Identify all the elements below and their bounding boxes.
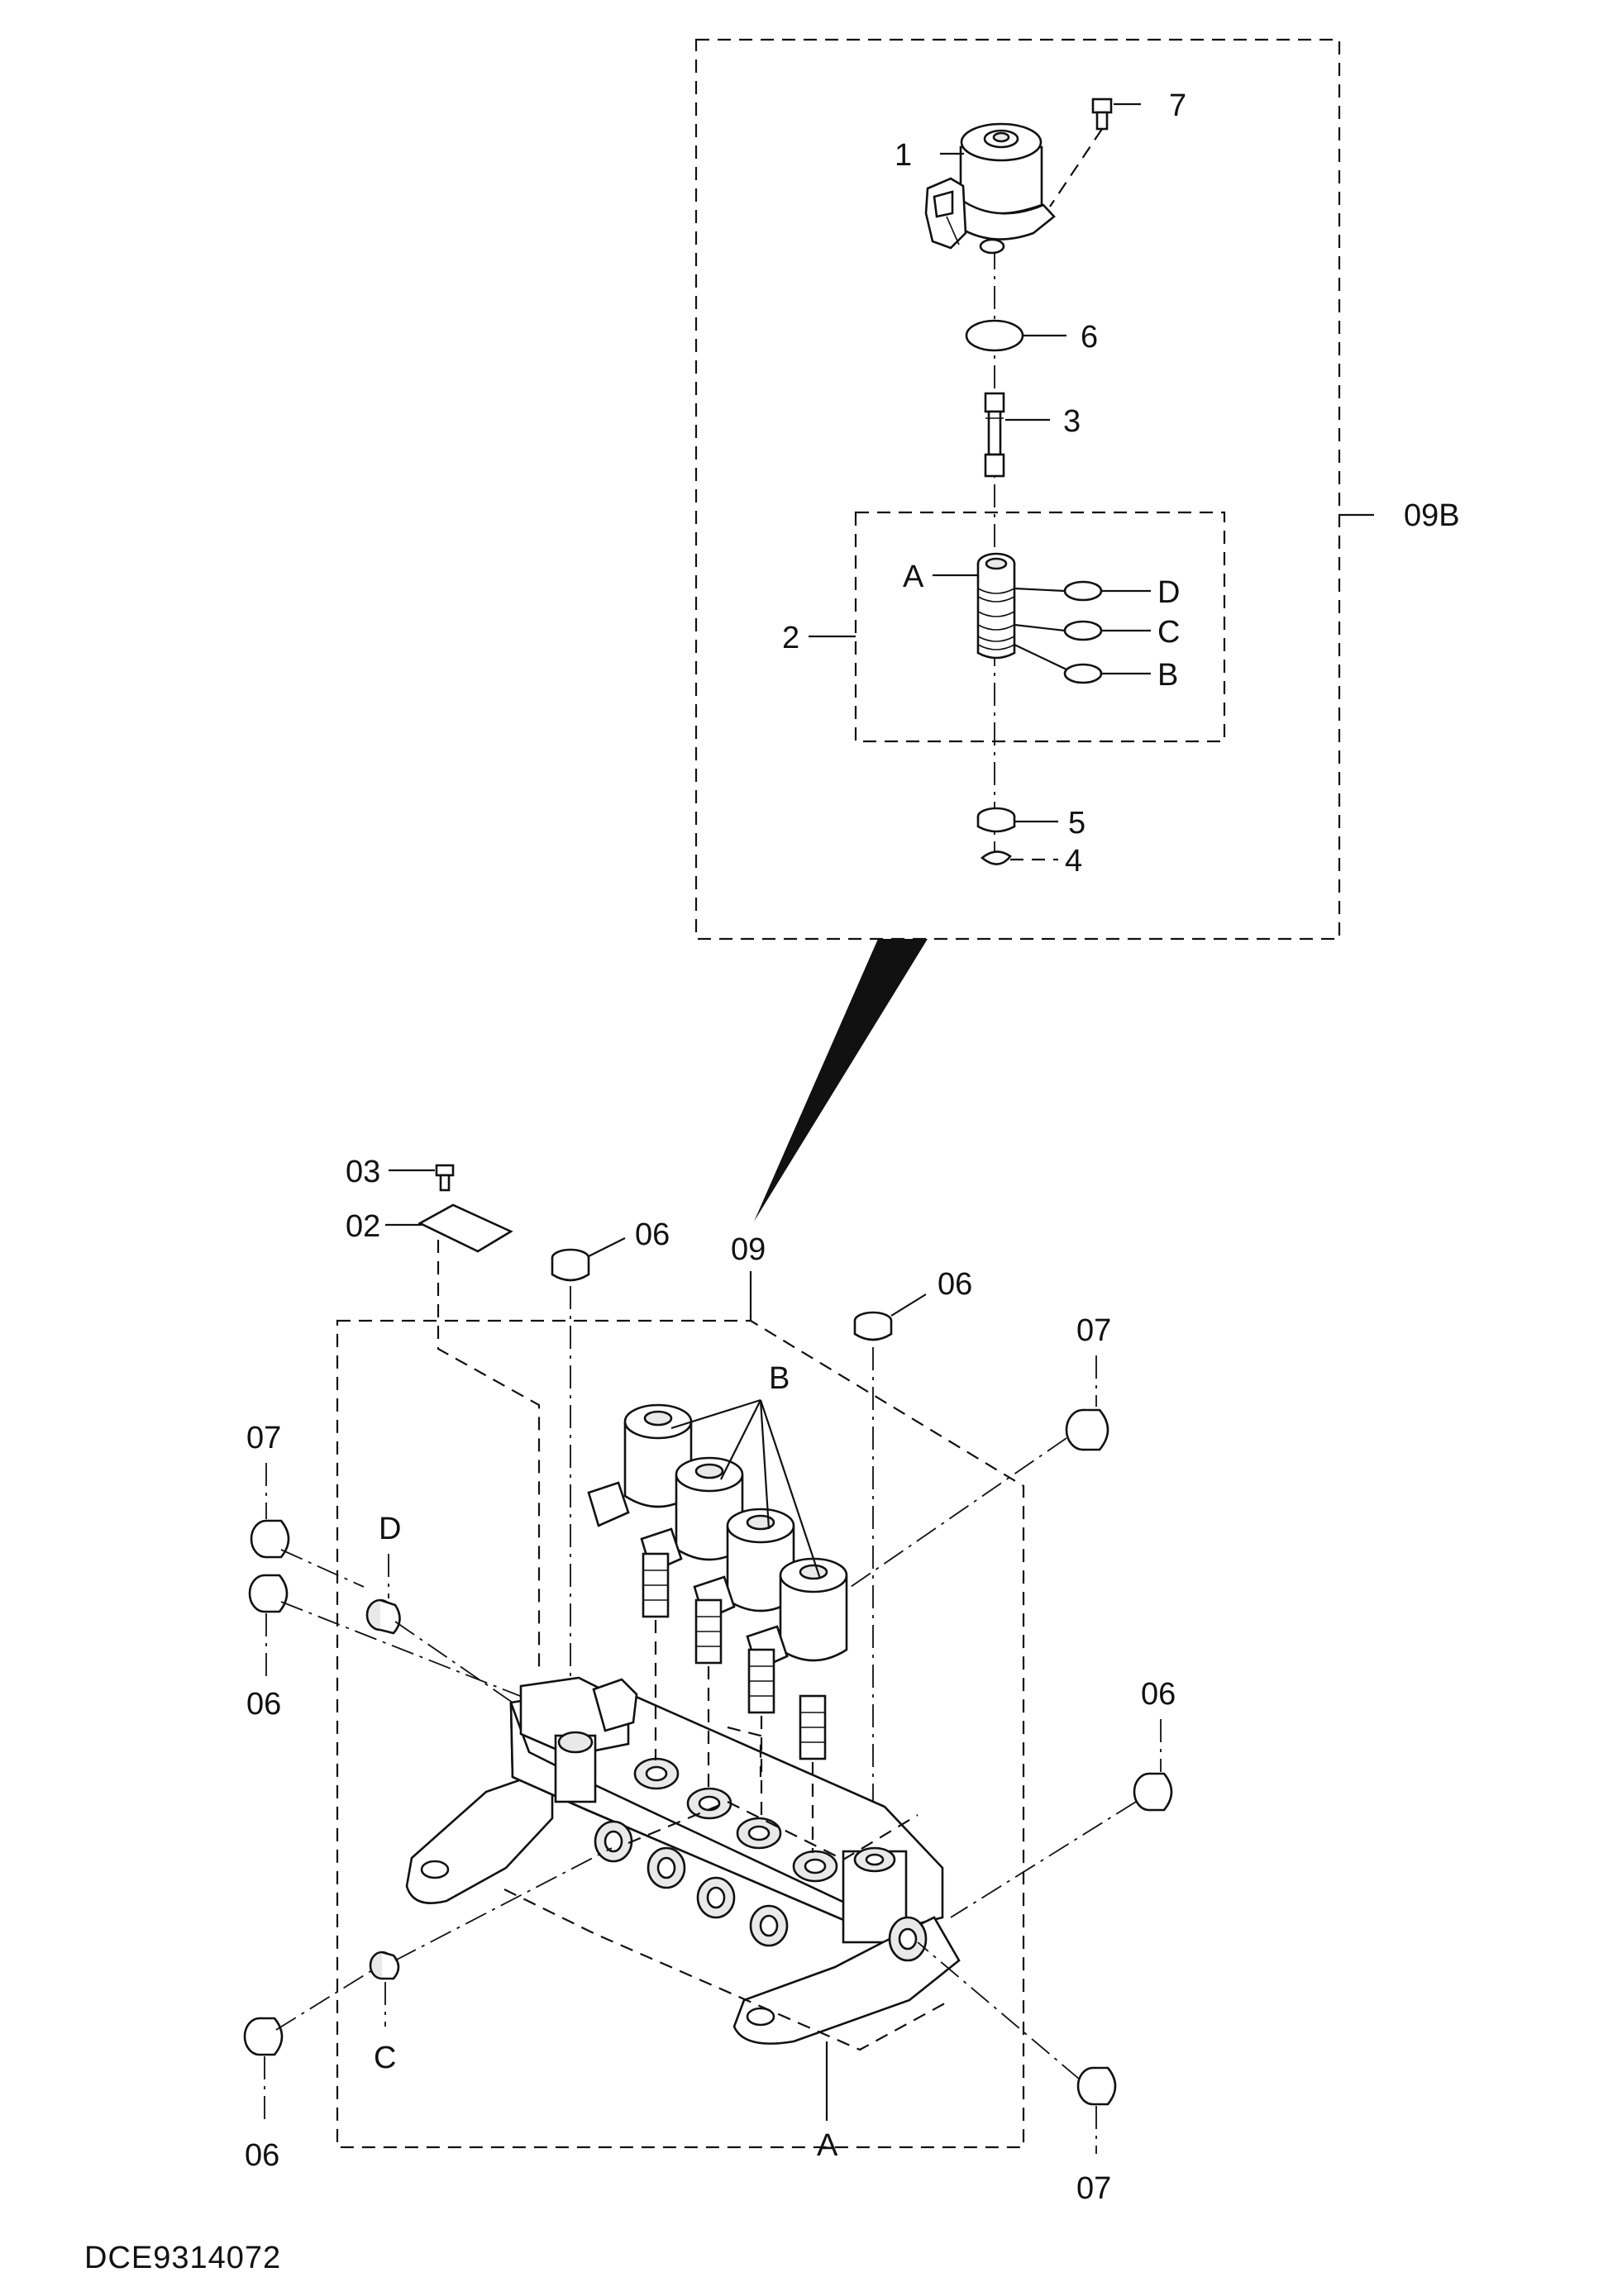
solenoid-bank	[587, 1403, 848, 1760]
label-d-main: D	[379, 1512, 401, 1546]
label-3: 3	[1063, 404, 1081, 439]
solenoid-part-1	[924, 122, 1056, 255]
label-6: 6	[1081, 320, 1098, 355]
label-c-detail: C	[1157, 615, 1180, 650]
label-d-detail: D	[1157, 575, 1180, 610]
seal-b	[1014, 644, 1151, 684]
label-06-left: 06	[246, 1687, 281, 1722]
drawing-code: DCE9314072	[84, 2241, 281, 2275]
label-b-main: B	[769, 1361, 790, 1396]
label-07-left: 07	[246, 1421, 281, 1455]
plug-d	[365, 1598, 401, 1635]
screw-part-7	[1049, 98, 1113, 207]
main-boundary	[336, 1319, 1025, 2149]
label-06-top: 06	[635, 1217, 670, 1252]
spool-part-3	[984, 392, 1005, 478]
label-06-top-right: 06	[938, 1267, 972, 1302]
seal-d	[1014, 580, 1151, 602]
plug-06-top-right	[853, 1311, 893, 1341]
plug-06-left	[248, 1574, 289, 1613]
label-5: 5	[1068, 806, 1086, 841]
o-ring-part-6	[965, 319, 1024, 352]
b-leaders	[670, 1398, 822, 1579]
detail-box-09b: 09B	[694, 38, 1460, 941]
label-09b: 09B	[1404, 498, 1460, 533]
label-b-detail: B	[1157, 658, 1178, 693]
callout-wedge	[754, 939, 928, 1222]
label-02: 02	[346, 1209, 380, 1244]
label-07-bottom-right: 07	[1076, 2171, 1111, 2206]
label-1: 1	[895, 138, 912, 173]
label-07-top-right: 07	[1076, 1313, 1111, 1348]
label-4: 4	[1065, 844, 1082, 879]
label-09: 09	[731, 1232, 766, 1267]
label-2: 2	[782, 621, 799, 655]
plug-06-right	[1133, 1772, 1173, 1812]
sub-box-part-2	[854, 511, 1226, 743]
seal-c	[1014, 620, 1151, 641]
label-a-detail: A	[903, 560, 924, 594]
screw-03	[435, 1164, 455, 1192]
label-06-bottom-left: 06	[245, 2138, 279, 2173]
label-03: 03	[346, 1155, 380, 1189]
plug-06-top	[551, 1248, 590, 1282]
plug-07-bottom-right	[1076, 2066, 1117, 2106]
plug-07-top-right	[1065, 1408, 1109, 1451]
plug-c	[369, 1951, 400, 1980]
label-c-main: C	[374, 2041, 396, 2075]
projection-lines	[503, 1620, 952, 2051]
valve-body	[405, 1676, 961, 2045]
label-a-main: A	[817, 2128, 838, 2163]
label-06-right: 06	[1141, 1677, 1176, 1712]
cap-part-5	[976, 807, 1016, 833]
plate-02	[418, 1203, 513, 1253]
sleeve-part-2	[976, 552, 1016, 660]
plug-06-bottom-left	[243, 2017, 284, 2056]
label-7: 7	[1169, 88, 1186, 123]
snap-ring-part-4	[980, 850, 1012, 865]
plug-07-left	[250, 1519, 290, 1559]
